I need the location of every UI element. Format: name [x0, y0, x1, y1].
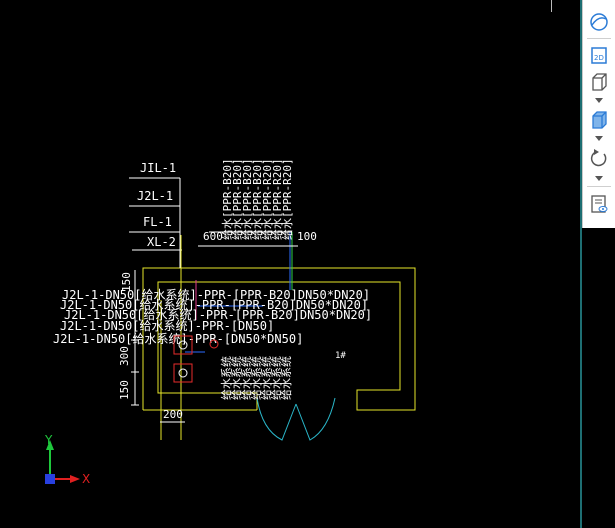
svg-text:给水[PPR-R20]: 给水[PPR-R20] [281, 158, 294, 240]
svg-text:给水系统: 给水系统 [260, 356, 273, 400]
axis-x-label: X [82, 472, 90, 486]
dim-300: 300 [118, 346, 131, 366]
view-2d-icon[interactable]: 2D [586, 43, 612, 67]
pipe-label-xl-2: XL-2 [147, 235, 176, 249]
svg-text:给水[PPR-R20]: 给水[PPR-R20] [271, 158, 284, 240]
dimension-lines [131, 270, 185, 423]
room-tag: 1# [335, 351, 346, 361]
svg-text:J2L-1-DN50[给水系统]-PPR-[PPR-B20]: J2L-1-DN50[给水系统]-PPR-[PPR-B20]DN50*DN20] [60, 298, 368, 312]
valve-marker [209, 339, 219, 349]
svg-text:给水系统: 给水系统 [250, 356, 263, 400]
dim-150-top: 150 [120, 272, 133, 292]
dim-200: 200 [163, 408, 183, 421]
fixture-lower[interactable] [173, 363, 193, 383]
toolbar-separator [587, 38, 611, 39]
svg-text:给水系统: 给水系统 [240, 356, 253, 400]
svg-text:J2L-1-DN50[给水系统]-PPR-[PPR-B20]: J2L-1-DN50[给水系统]-PPR-[PPR-B20]DN50*DN20] [64, 308, 372, 322]
ucs-axis-icon [45, 440, 80, 484]
svg-text:给水[PPR-B20]: 给水[PPR-B20] [251, 158, 264, 240]
svg-text:给水[PPR-B20]: 给水[PPR-B20] [241, 158, 254, 240]
perspective-sphere-icon[interactable] [586, 10, 612, 34]
pipe-label-j2l-1: J2L-1 [137, 189, 173, 203]
view-toolbar: 2D [582, 0, 615, 228]
axis-y-label: Y [44, 433, 53, 447]
chevron-down-icon[interactable] [593, 174, 605, 184]
svg-text:给水系统: 给水系统 [220, 356, 233, 400]
room-outline [142, 267, 416, 411]
dim-100: 100 [297, 230, 317, 243]
fixture-upper[interactable] [173, 335, 193, 355]
pipe-label-leaders [129, 177, 182, 268]
overlapping-annotations: J2L-1-DN50[给水系统]-PPR-[PPR-B20]DN50*DN20]… [60, 288, 372, 322]
chevron-down-icon[interactable] [593, 96, 605, 106]
vertical-label-stack: 给水[PPR-B20] 给水[PPR-B20] 给水[PPR-B20] 给水[P… [221, 158, 294, 240]
svg-text:给水[PPR-R20]: 给水[PPR-R20] [261, 158, 274, 240]
svg-text:2D: 2D [594, 54, 604, 62]
door-swing [256, 397, 336, 441]
properties-panel-icon[interactable] [586, 192, 612, 216]
svg-text:给水系统: 给水系统 [270, 356, 283, 400]
svg-text:给水系统: 给水系统 [280, 356, 293, 400]
riser-pipes [160, 231, 298, 440]
pipe-label-jil-1: JIL-1 [140, 161, 176, 175]
toolbar-separator [587, 186, 611, 187]
svg-text:给水[PPR-B20]: 给水[PPR-B20] [231, 158, 244, 240]
viewport-divider [551, 0, 552, 12]
svg-text:给水系统: 给水系统 [230, 356, 243, 400]
view-3d-box-icon[interactable] [586, 70, 612, 94]
annotation-line-1: J2L-1-DN50[给水系统]-PPR-[DN50] [60, 319, 274, 333]
pipe-label-fl-1: FL-1 [143, 215, 172, 229]
view-3d-solid-box-icon[interactable] [586, 108, 612, 132]
svg-text:给水[PPR-B20]: 给水[PPR-B20] [221, 158, 234, 240]
chevron-down-icon[interactable] [593, 134, 605, 144]
vertical-label-stack-lower: 给水系统 给水系统 给水系统 给水系统 给水系统 给水系统 给水系统 [220, 356, 293, 400]
dim-600: 600 [203, 230, 223, 243]
rotate-orbit-icon[interactable] [586, 146, 612, 170]
svg-text:J2L-1-DN50[给水系统]-PPR-[PPR-B20]: J2L-1-DN50[给水系统]-PPR-[PPR-B20]DN50*DN20] [62, 288, 370, 302]
annotation-line-2: J2L-1-DN50[给水系统]-PPR-[DN50*DN50] [53, 332, 303, 346]
viewport-border [580, 0, 582, 528]
dim-150-bottom: 150 [118, 380, 131, 400]
